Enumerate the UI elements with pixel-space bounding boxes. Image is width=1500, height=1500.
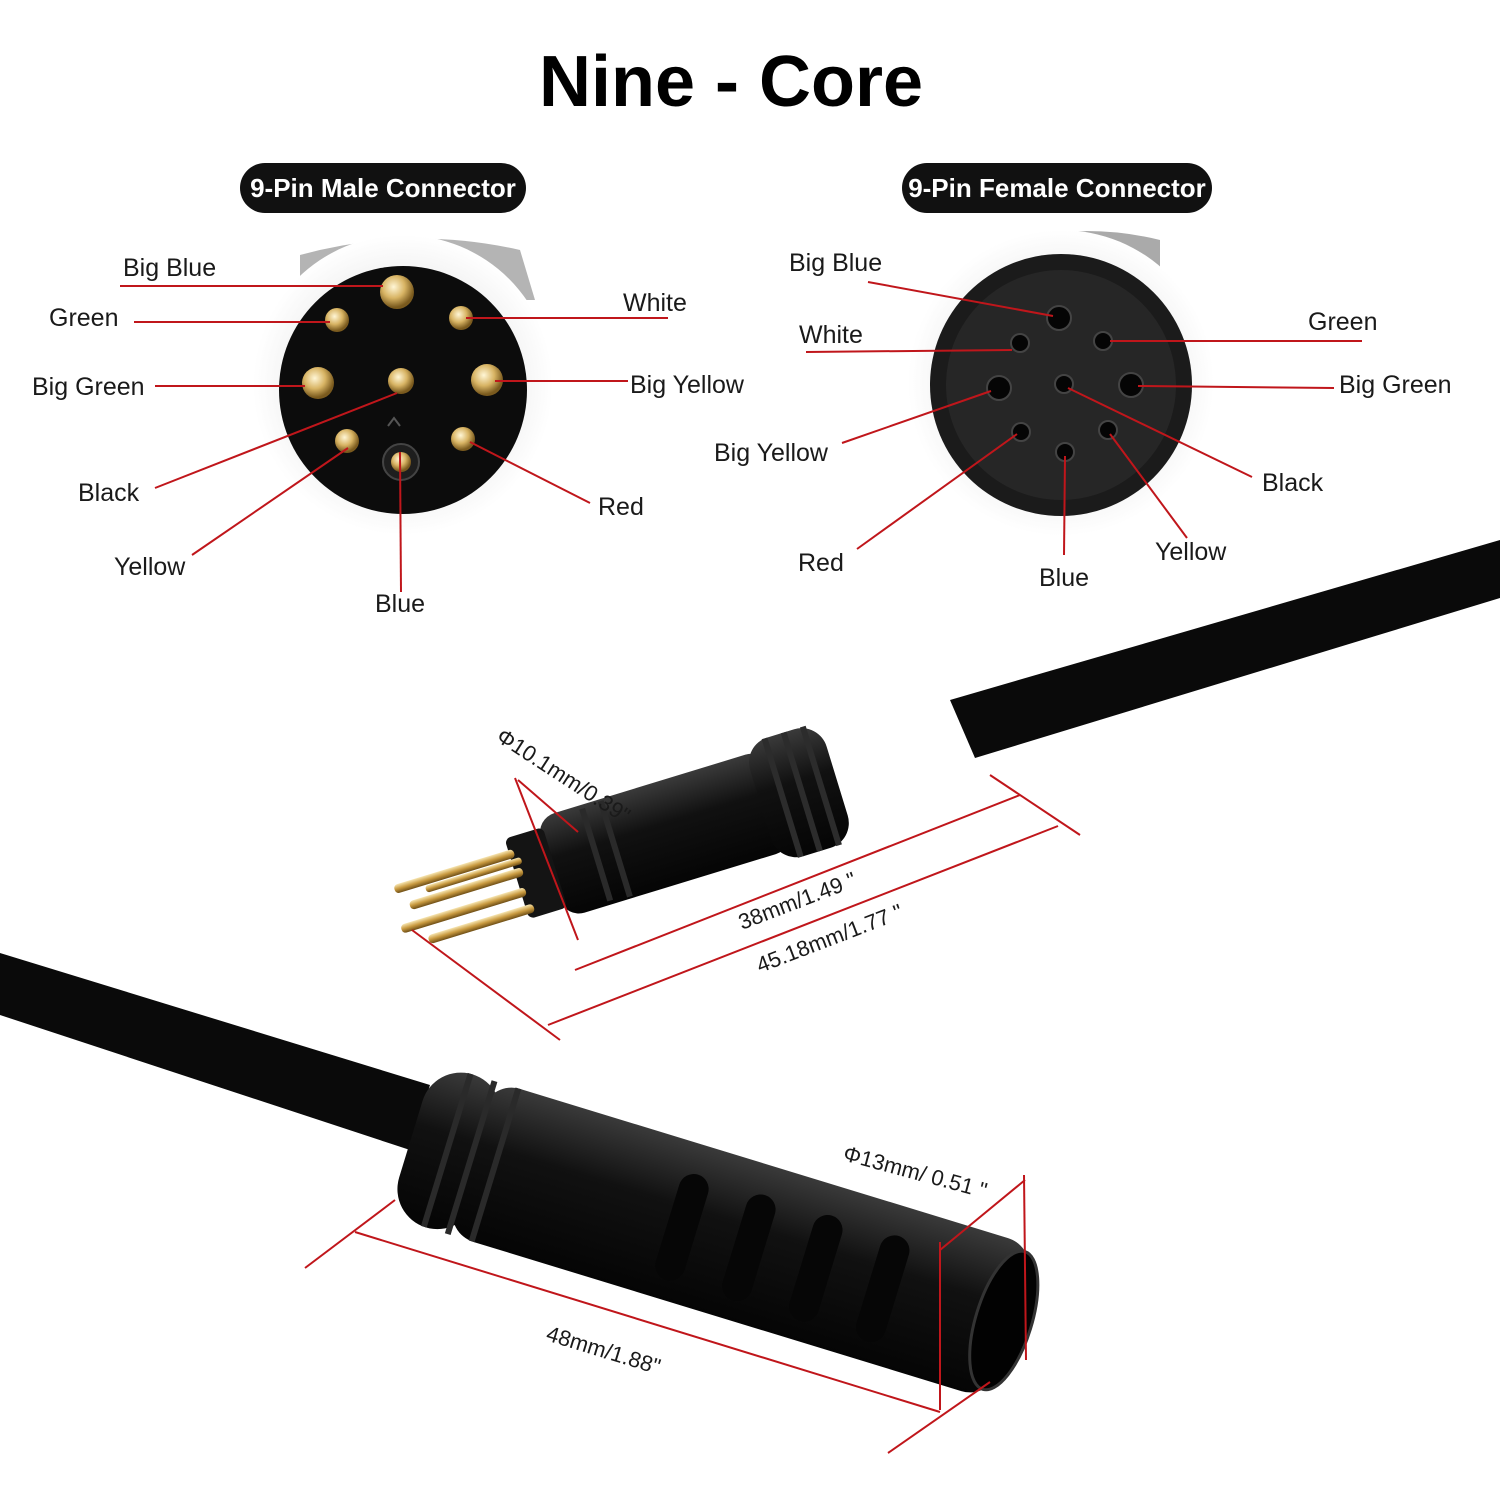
- male-pin-big-green: [302, 367, 334, 399]
- female-hole-big-blue: [1046, 305, 1072, 331]
- male-pin-labels: Big Blue Green White Big Green Big Yello…: [32, 254, 745, 618]
- female-diameter-label: Φ13mm/ 0.51 ": [841, 1141, 990, 1203]
- male-connector-heading: 9-Pin Male Connector: [240, 163, 526, 213]
- female-dimension-lines: [304, 1174, 1027, 1454]
- male-label-white: White: [623, 289, 687, 317]
- female-hole-white: [1010, 333, 1030, 353]
- male-dimension-lines: [411, 774, 1081, 1041]
- female-pin-labels: Big Blue White Green Big Green Big Yello…: [714, 249, 1452, 592]
- male-pin-white: [449, 306, 473, 330]
- male-label-black: Black: [78, 479, 140, 507]
- female-label-white: White: [799, 321, 863, 349]
- male-label-big-green: Big Green: [32, 373, 145, 401]
- female-label-big-green: Big Green: [1339, 371, 1452, 399]
- male-pin-yellow: [335, 429, 359, 453]
- female-label-red: Red: [798, 549, 844, 577]
- female-length-label: 48mm/1.88": [544, 1321, 664, 1379]
- male-callout-lines: [120, 285, 668, 593]
- male-pin-big-yellow: [471, 364, 503, 396]
- female-label-black: Black: [1262, 469, 1324, 497]
- male-label-green: Green: [49, 304, 118, 332]
- female-connector-face: [908, 230, 1214, 536]
- female-label-green: Green: [1308, 308, 1377, 336]
- male-heading-text: 9-Pin Male Connector: [250, 173, 516, 203]
- female-plug: Φ13mm/ 0.51 " 48mm/1.88": [0, 953, 1040, 1454]
- female-connector-heading: 9-Pin Female Connector: [902, 163, 1212, 213]
- female-label-big-blue: Big Blue: [789, 249, 882, 277]
- male-pin-red: [451, 427, 475, 451]
- male-label-red: Red: [598, 493, 644, 521]
- female-hole-green: [1093, 331, 1113, 351]
- male-label-blue: Blue: [375, 590, 425, 618]
- male-label-big-blue: Big Blue: [123, 254, 216, 282]
- female-label-yellow: Yellow: [1155, 538, 1227, 566]
- female-label-blue: Blue: [1039, 564, 1089, 592]
- female-heading-text: 9-Pin Female Connector: [908, 173, 1206, 203]
- female-hole-red: [1011, 422, 1031, 442]
- female-label-big-yellow: Big Yellow: [714, 439, 829, 467]
- male-pin-black: [388, 368, 414, 394]
- female-hole-black: [1054, 374, 1074, 394]
- page-title: Nine - Core: [539, 42, 923, 122]
- male-pin-green: [325, 308, 349, 332]
- female-hole-yellow: [1098, 420, 1118, 440]
- female-callout-lines: [805, 281, 1362, 556]
- male-label-yellow: Yellow: [114, 553, 186, 581]
- male-plug: Φ10.1mm/0.39" 38mm/1.49 " 45.18mm/1.77 ": [394, 540, 1500, 1041]
- female-hole-big-green: [1118, 372, 1144, 398]
- male-label-big-yellow: Big Yellow: [630, 371, 745, 399]
- male-pin-big-blue: [380, 275, 414, 309]
- female-hole-big-yellow: [986, 375, 1012, 401]
